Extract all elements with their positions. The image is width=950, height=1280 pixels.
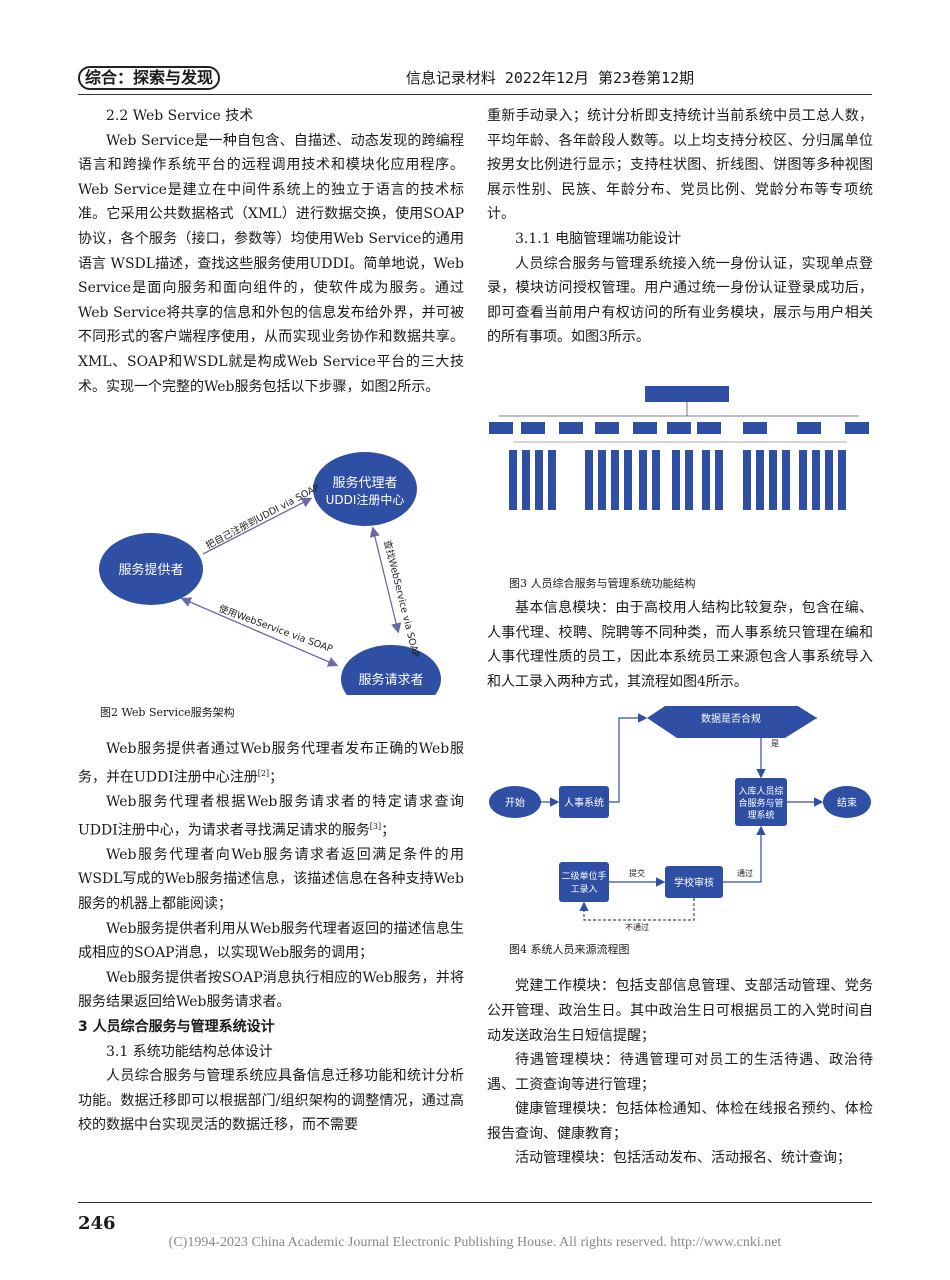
right-column: 重新手动录入；统计分析即支持统计当前系统中员工总人数，平均年龄、各年龄段人数等。… [487, 104, 873, 1171]
check-label: 数据是否合规 [701, 712, 761, 725]
figure-4-caption: 图4 系统人员来源流程图 [509, 942, 630, 956]
flow-end [823, 786, 871, 819]
flow-review [665, 866, 723, 899]
function-structure-diagram [489, 385, 869, 510]
arrow-find [369, 526, 402, 634]
paragraph-health: 健康管理模块：包括体检通知、体检在线报名预约、体检报告查询、健康教育； [487, 1101, 873, 1142]
review-label: 学校审核 [674, 876, 714, 889]
paragraph-continued: 重新手动录入；统计分析即支持统计当前系统中员工总人数，平均年龄、各年龄段人数等。… [487, 108, 873, 223]
citation-3: [3] [369, 821, 382, 831]
figure-2: 服务代理者 UDDI注册中心 服务提供者 服务请求者 把自己注册到UDDI vi… [78, 399, 464, 719]
svg-text:二级单位手: 二级单位手 [561, 870, 606, 882]
step-4: Web服务提供者利用从Web服务代理者返回的描述信息生成相应的SOAP消息，以实… [78, 920, 464, 962]
source-flowchart: 开始 人事系统 数据是否合规 入库人员综 合服务与管 理系统 结束 二级单位手 … [489, 698, 871, 932]
step-5: Web服务提供者按SOAP消息执行相应的Web服务，并将服务结果返回给Web服务… [78, 969, 464, 1011]
web-service-architecture-diagram: 服务代理者 UDDI注册中心 服务提供者 服务请求者 把自己注册到UDDI vi… [99, 452, 441, 714]
svg-text:合服务与管: 合服务与管 [738, 797, 783, 809]
svg-text:工录入: 工录入 [570, 884, 597, 895]
node-provider [99, 533, 203, 606]
flow-manual-entry [559, 862, 609, 903]
paragraph-treatment: 待遇管理模块：待遇管理可对员工的生活待遇、政治待遇、工资查询等进行管理； [487, 1052, 873, 1093]
root-node [645, 385, 729, 402]
figure-3-caption: 图3 人员综合服务与管理系统功能结构 [509, 576, 696, 590]
submodule-boxes [509, 449, 846, 510]
journal-info: 信息记录材料 2022年12月 第23卷第12期 [405, 69, 695, 87]
header-rule [78, 94, 872, 95]
paragraph-basic-info: 基本信息模块：由于高校用人结构比较复杂，包含在编、人事代理、校聘、院聘等不同种类… [487, 599, 873, 690]
provider-label: 服务提供者 [118, 562, 183, 578]
section-3-1-title: 3.1 系统功能结构总体设计 [106, 1043, 273, 1060]
section-3-1-1-title: 3.1.1 电脑管理端功能设计 [515, 230, 682, 247]
paragraph-3-1: 人员综合服务与管理系统应具备信息迁移功能和统计分析功能。数据迁移即可以根据部门/… [78, 1068, 464, 1134]
step-3: Web服务代理者向Web服务请求者返回满足条件的用WSDL写成的Web服务描述信… [78, 846, 464, 912]
citation-2: [2] [257, 768, 270, 778]
yes-label: 是 [771, 739, 779, 748]
step-2: Web服务代理者根据Web服务请求者的特定请求查询UDDI注册中心，为请求者寻找… [78, 793, 464, 839]
broker-label-2: UDDI注册中心 [326, 492, 405, 507]
end-label: 结束 [837, 796, 857, 809]
svg-text:理系统: 理系统 [747, 809, 774, 821]
section-tag: 综合：探索与发现 [78, 66, 220, 90]
edge-use-label: 使用WebService via SOAP [217, 603, 335, 656]
paragraph-3-1-1: 人员综合服务与管理系统接入统一身份认证，实现单点登录，模块访问授权管理。用户通过… [487, 255, 873, 346]
fail-label: 不通过 [625, 922, 649, 932]
arrow-use [180, 597, 339, 667]
left-column: 2.2 Web Service 技术 Web Service是一种自包含、自描述… [78, 104, 464, 1138]
start-label: 开始 [505, 796, 525, 809]
flow-store [735, 778, 787, 827]
page-number: 246 [78, 1213, 116, 1234]
figure-4: 开始 人事系统 数据是否合规 入库人员综 合服务与管 理系统 结束 二级单位手 … [487, 698, 873, 956]
requester-label: 服务请求者 [358, 672, 423, 688]
module-boxes [489, 421, 869, 434]
svg-text:入库人员综: 入库人员综 [738, 785, 783, 797]
step-1: Web服务提供者通过Web服务代理者发布正确的Web服务，并在UDDI注册中心注… [78, 741, 464, 786]
copyright-footer: (C)1994-2023 China Academic Journal Elec… [168, 1235, 782, 1250]
arrow-register [202, 497, 313, 555]
node-broker [313, 452, 417, 527]
edge-find-label: 查找WebService via SOAP [381, 539, 422, 659]
broker-label-1: 服务代理者 [332, 475, 397, 491]
hr-system-label: 人事系统 [564, 796, 604, 809]
flow-start [489, 786, 541, 819]
figure-3: 图3 人员综合服务与管理系统功能结构 [487, 364, 873, 596]
section-2-2-title: 2.2 Web Service 技术 [106, 108, 254, 124]
pass-label: 通过 [737, 868, 753, 878]
paragraph-web-service: Web Service是一种自包含、自描述、动态发现的跨编程语言和跨操作系统平台… [78, 132, 464, 395]
submit-label: 提交 [629, 868, 645, 878]
section-3-title: 3 人员综合服务与管理系统设计 [78, 1018, 275, 1035]
edge-register-label: 把自己注册到UDDI via SOAP [204, 481, 322, 551]
paragraph-activity: 活动管理模块：包括活动发布、活动报名、统计查询； [515, 1150, 851, 1167]
figure-2-caption: 图2 Web Service服务架构 [100, 705, 235, 719]
flow-hr-system [559, 786, 609, 819]
footer-rule [78, 1202, 872, 1203]
paragraph-party: 党建工作模块：包括支部信息管理、支部活动管理、党务公开管理、政治生日。其中政治生… [487, 978, 873, 1044]
